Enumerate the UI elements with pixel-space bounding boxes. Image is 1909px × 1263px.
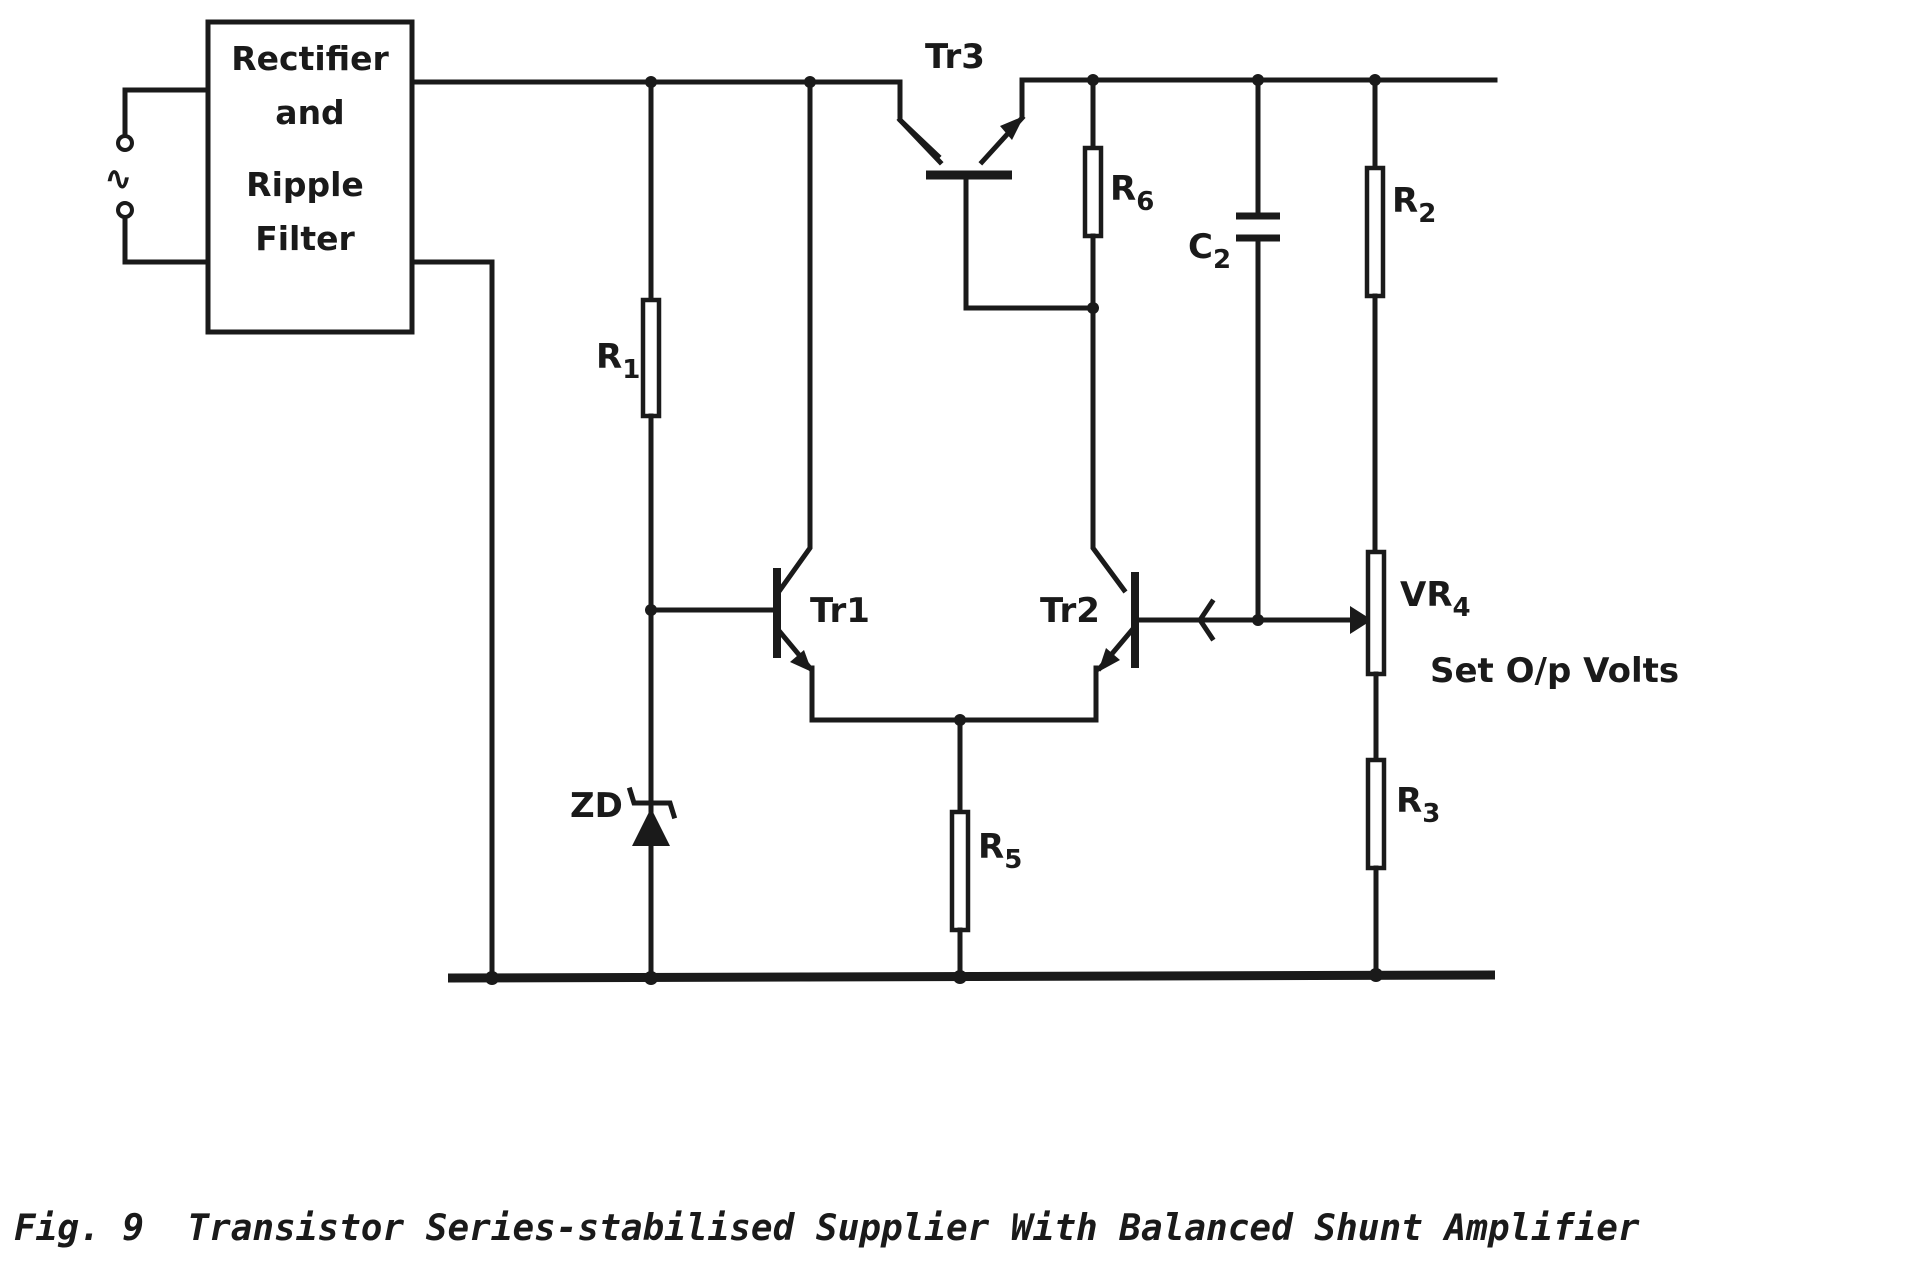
ac-terminal-top — [116, 134, 134, 152]
r3-label: R3 — [1396, 781, 1440, 829]
transistor-tr3: Tr3 — [896, 37, 1096, 311]
tr3-label: Tr3 — [925, 37, 985, 77]
ac-input: ∿ — [104, 87, 208, 265]
r6-label: R6 — [1110, 169, 1154, 217]
set-output-volts-label: Set O/p Volts — [1430, 651, 1679, 691]
resistor-r6 — [1082, 145, 1104, 239]
vr4-label: VR4 — [1400, 575, 1471, 623]
ac-terminal-bottom — [116, 201, 134, 219]
ac-symbol: ∿ — [104, 159, 133, 199]
resistor-r2 — [1364, 165, 1386, 299]
negative-return-wire — [409, 259, 495, 981]
tr1-label: Tr1 — [810, 591, 870, 631]
transistor-tr1: Tr1 — [648, 79, 1099, 723]
unregulated-positive-rail — [409, 79, 942, 160]
r6-branch: R6 — [1082, 77, 1154, 594]
capacitor-c2: C2 — [1188, 77, 1280, 623]
rectifier-label: Rectifier — [231, 39, 389, 78]
r1-label: R1 — [596, 337, 640, 385]
zd-label: ZD — [570, 786, 623, 826]
resistor-r5 — [949, 809, 971, 933]
transistor-tr2: Tr2 — [1040, 572, 1372, 723]
regulated-output-rail — [1019, 77, 1498, 119]
resistor-r3 — [1365, 757, 1387, 871]
r2-label: R2 — [1392, 181, 1436, 229]
c2-label: C2 — [1188, 227, 1231, 275]
r1-zener-branch: R1 ZD — [570, 79, 678, 981]
r5-label: R5 — [978, 827, 1022, 875]
junction-dots — [485, 74, 1383, 985]
ripple-label: Ripple — [246, 165, 364, 204]
and-label: and — [275, 93, 344, 132]
tr2-label: Tr2 — [1040, 591, 1100, 631]
potentiometer-vr4 — [1365, 549, 1387, 677]
ground-rail — [447, 970, 1496, 983]
zener-diode-zd — [632, 808, 670, 846]
output-divider: R2 VR4 R3 Set O/p Volts — [1364, 77, 1679, 978]
filter-label: Filter — [255, 219, 355, 258]
resistor-r1 — [640, 297, 662, 419]
r5-branch: R5 — [949, 717, 1022, 981]
figure-caption: Fig. 9 Transistor Series-stabilised Supp… — [14, 1208, 1640, 1249]
rectifier-ripple-filter-box: Rectifier and Ripple Filter — [205, 19, 415, 335]
